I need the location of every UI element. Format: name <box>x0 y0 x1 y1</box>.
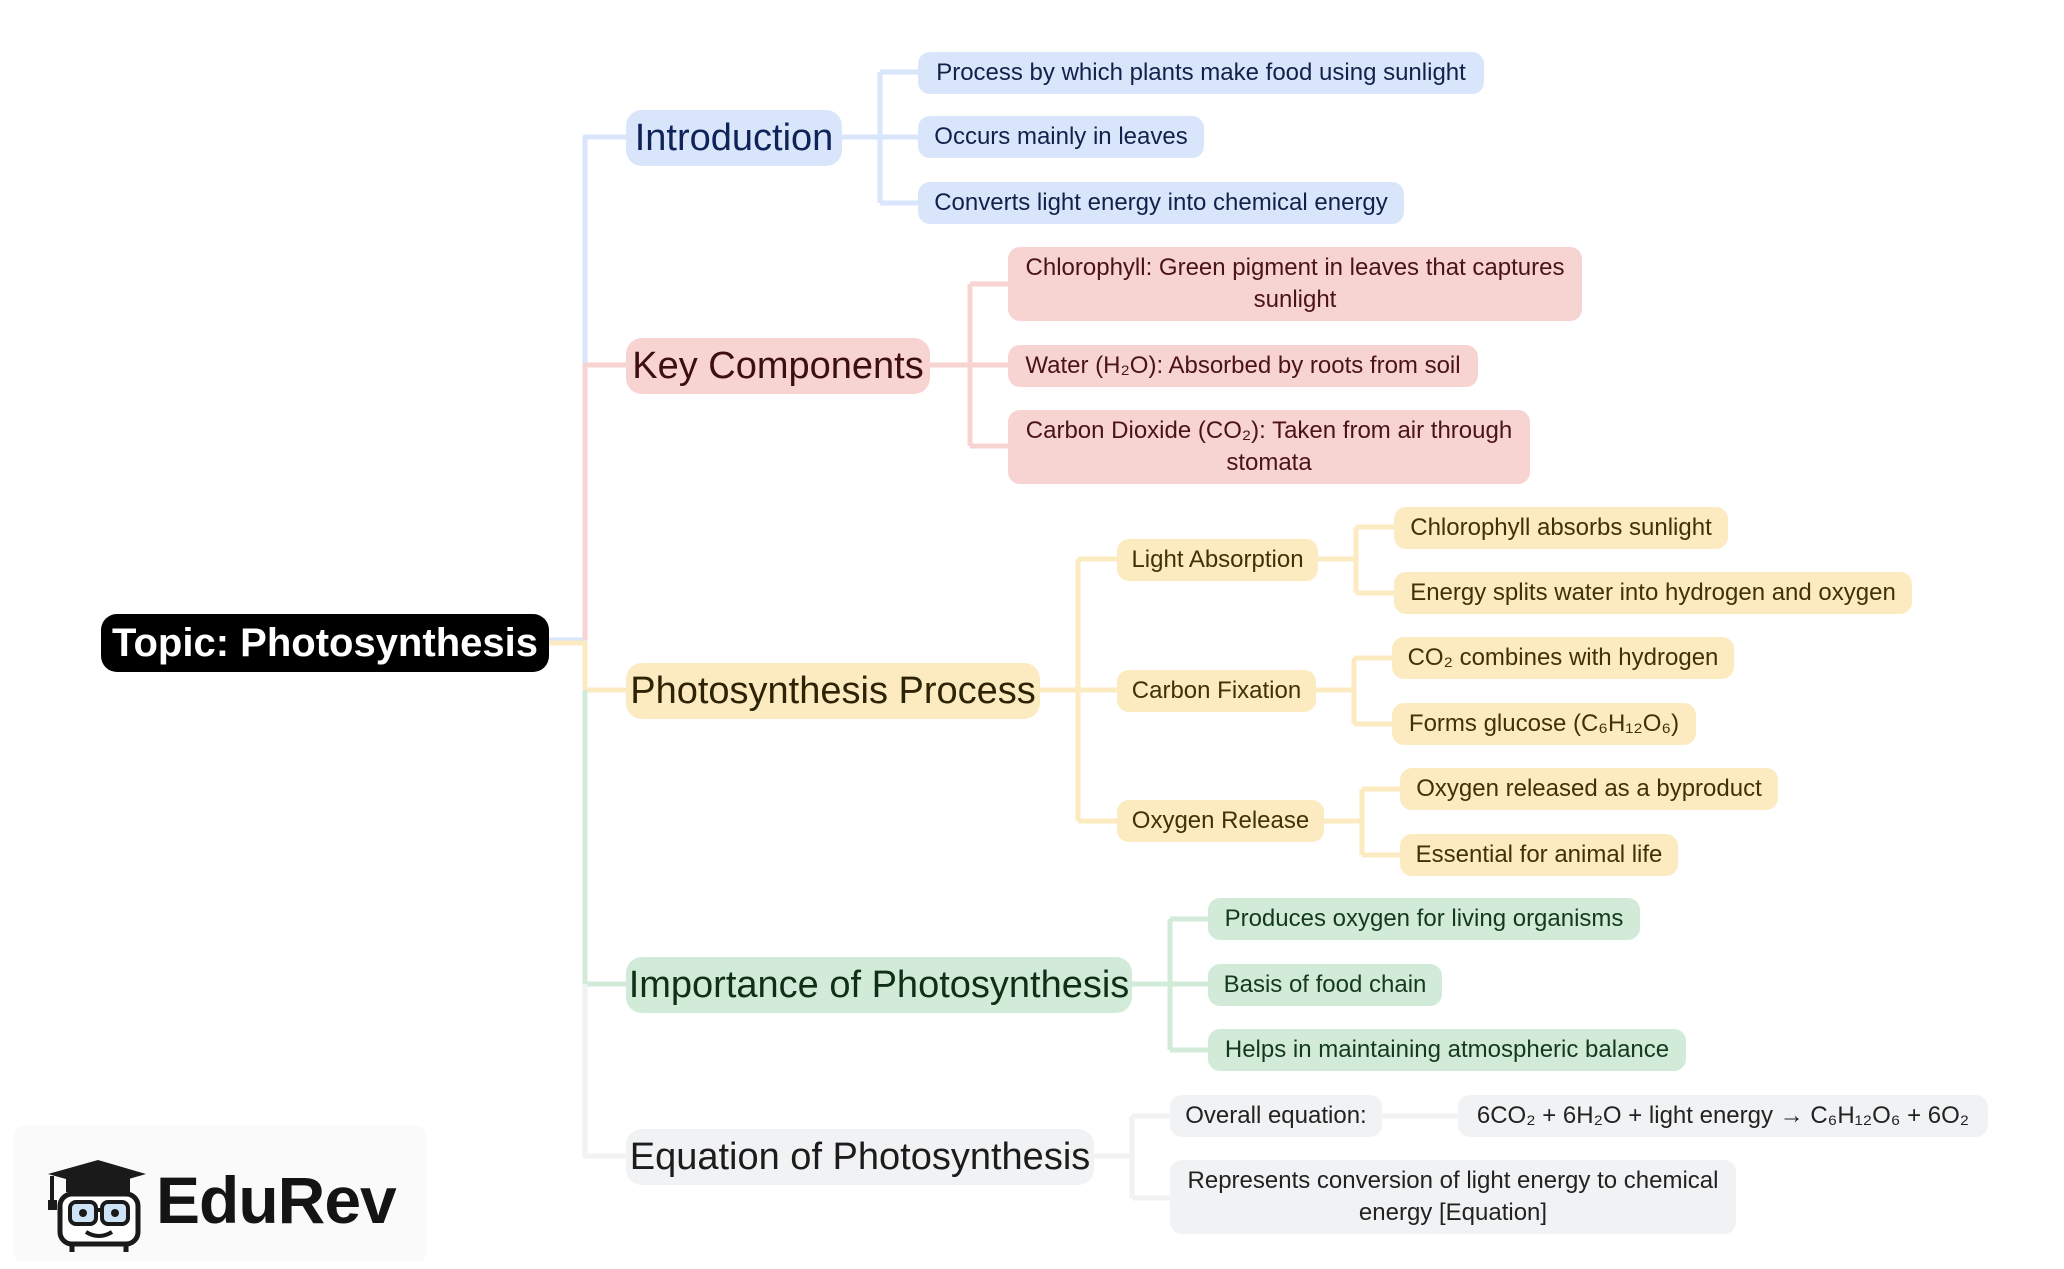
introduction-item[interactable]: Occurs mainly in leaves <box>918 116 1204 158</box>
key-components-item[interactable]: Water (H₂O): Absorbed by roots from soil <box>1008 345 1478 387</box>
process-step-item[interactable]: Oxygen released as a byproduct <box>1400 768 1778 810</box>
trunk-process <box>545 640 626 693</box>
link-importance <box>1132 916 1208 1053</box>
link-process <box>1040 556 1117 824</box>
key-components-item[interactable]: Carbon Dioxide (CO₂): Taken from air thr… <box>1008 410 1530 484</box>
link-introduction <box>842 69 918 206</box>
equation-formula[interactable]: 6CO₂ + 6H₂O + light energy → C₆H₁₂O₆ + 6… <box>1458 1095 1988 1137</box>
edurev-logo <box>14 1126 426 1262</box>
process-step-oxygen-release[interactable]: Oxygen Release <box>1117 800 1324 842</box>
importance-item[interactable]: Helps in maintaining atmospheric balance <box>1208 1029 1686 1071</box>
link-light-absorption <box>1318 524 1394 596</box>
link-key-components <box>930 281 1008 449</box>
process-step-item[interactable]: Energy splits water into hydrogen and ox… <box>1394 572 1912 614</box>
process-step-light-absorption[interactable]: Light Absorption <box>1117 539 1318 581</box>
process-step-item[interactable]: Forms glucose (C₆H₁₂O₆) <box>1392 703 1696 745</box>
equation-overall-label[interactable]: Overall equation: <box>1170 1095 1382 1137</box>
branch-importance[interactable]: Importance of Photosynthesis <box>626 957 1132 1013</box>
logo-wordmark: EduRev <box>156 1163 397 1237</box>
importance-item[interactable]: Basis of food chain <box>1208 964 1442 1006</box>
link-equation <box>1094 1113 1458 1201</box>
branch-key-components[interactable]: Key Components <box>626 338 930 394</box>
process-step-carbon-fixation[interactable]: Carbon Fixation <box>1117 670 1316 712</box>
link-carbon-fixation <box>1316 655 1392 727</box>
graduation-cap-mascot-icon <box>48 1160 146 1252</box>
branch-photosynthesis-process[interactable]: Photosynthesis Process <box>626 663 1040 719</box>
equation-note[interactable]: Represents conversion of light energy to… <box>1170 1160 1736 1234</box>
branch-introduction[interactable]: Introduction <box>626 110 842 166</box>
root-topic[interactable]: Topic: Photosynthesis <box>101 614 549 672</box>
importance-item[interactable]: Produces oxygen for living organisms <box>1208 898 1640 940</box>
introduction-item[interactable]: Converts light energy into chemical ener… <box>918 182 1404 224</box>
branch-equation[interactable]: Equation of Photosynthesis <box>626 1129 1094 1185</box>
key-components-item[interactable]: Chlorophyll: Green pigment in leaves tha… <box>1008 247 1582 321</box>
link-oxygen-release <box>1324 786 1400 858</box>
process-step-item[interactable]: Essential for animal life <box>1400 834 1678 876</box>
process-step-item[interactable]: CO₂ combines with hydrogen <box>1392 637 1734 679</box>
trunk-importance <box>582 690 626 987</box>
introduction-item[interactable]: Process by which plants make food using … <box>918 52 1484 94</box>
process-step-item[interactable]: Chlorophyll absorbs sunlight <box>1394 507 1728 549</box>
trunk-equation <box>582 984 626 1159</box>
trunk-key-components <box>582 362 626 640</box>
